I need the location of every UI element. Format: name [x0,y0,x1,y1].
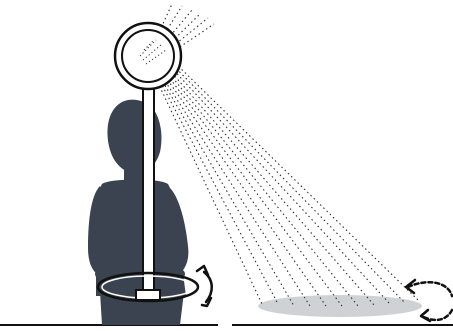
rotate-arrows-icon [408,282,452,320]
light-rays [152,60,418,306]
lamp-head-circle [115,23,181,89]
light-spot [258,295,422,317]
lamp-pole [143,80,154,294]
vertical-adjust-arrows-icon [197,266,212,306]
